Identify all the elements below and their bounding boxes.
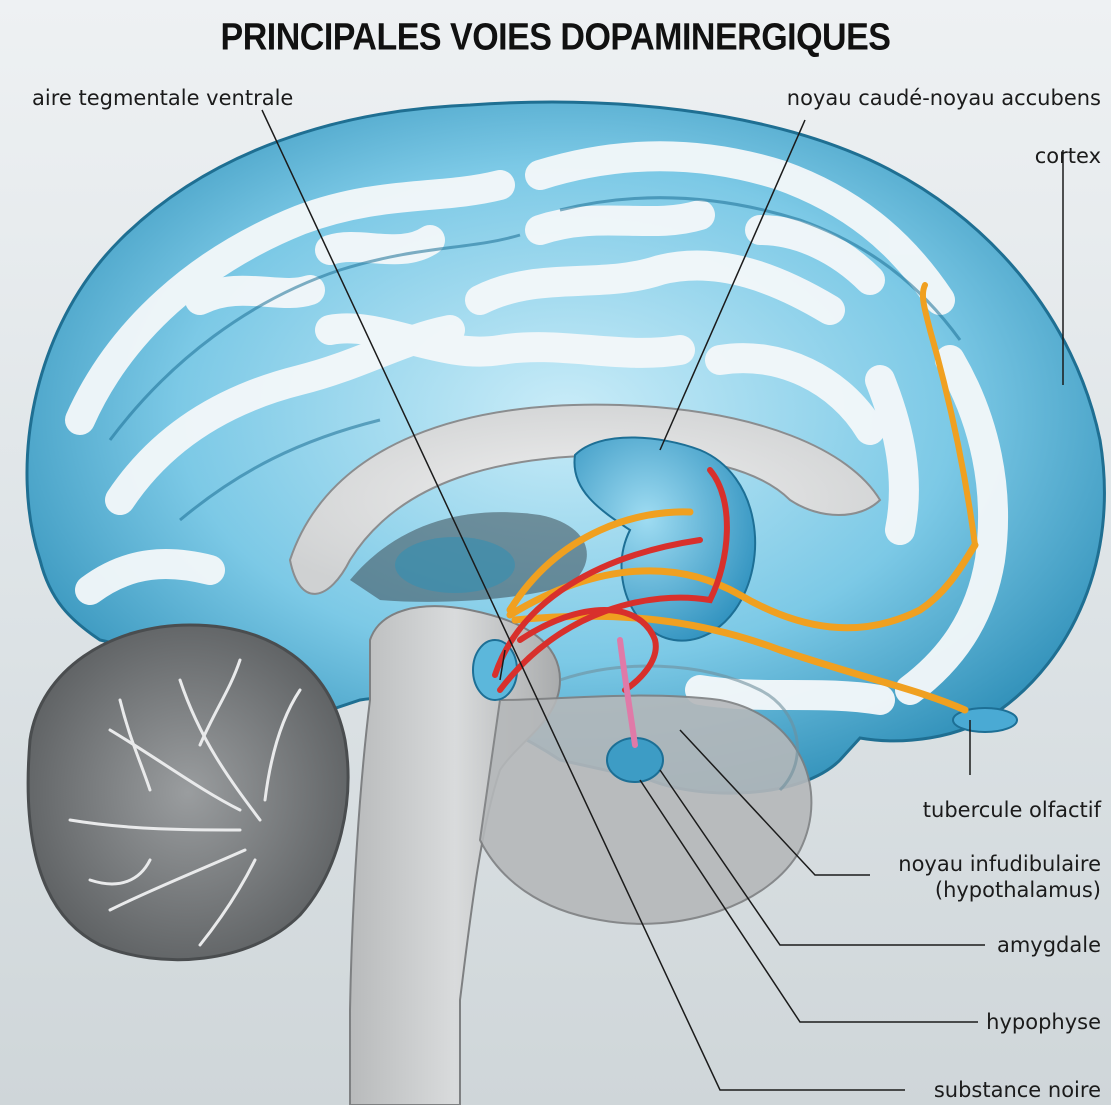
label-tubercule-olfactif: tubercule olfactif xyxy=(923,798,1101,822)
label-hypophyse: hypophyse xyxy=(986,1010,1101,1034)
diagram-title: PRINCIPALES VOIES DOPAMINERGIQUES xyxy=(0,16,1111,60)
label-aire-tegmentale-ventrale: aire tegmentale ventrale xyxy=(32,86,293,110)
label-substance-noire: substance noire xyxy=(934,1078,1101,1102)
label-noyau-caude-accubens: noyau caudé-noyau accubens xyxy=(787,86,1101,110)
label-cortex: cortex xyxy=(1035,144,1101,168)
label-amygdale: amygdale xyxy=(997,933,1101,957)
pons xyxy=(480,696,811,924)
label-hypothalamus: (hypothalamus) xyxy=(935,878,1101,902)
label-noyau-infudibulaire: noyau infudibulaire xyxy=(898,852,1101,876)
cerebellum xyxy=(28,625,348,960)
